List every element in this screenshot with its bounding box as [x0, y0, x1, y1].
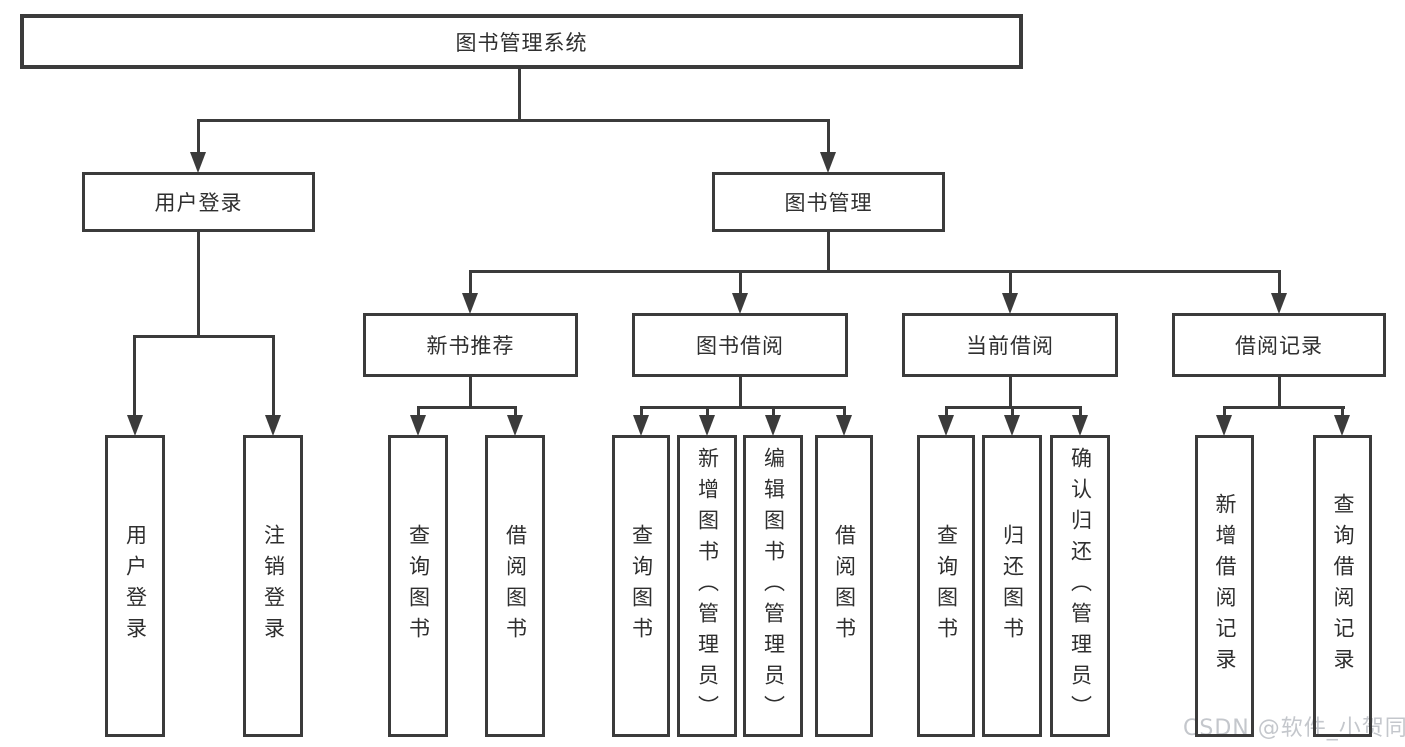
arrow-down-icon: [1271, 293, 1287, 314]
leaf-borrowing-borrow-book: 借阅图书: [815, 435, 873, 737]
leaf-logout: 注销登录: [243, 435, 303, 737]
node-current-borrowing: 当前借阅: [902, 313, 1118, 377]
connector-line: [1341, 406, 1344, 419]
connector-line: [469, 270, 1281, 273]
connector-line: [1011, 406, 1014, 419]
connector-line: [197, 119, 200, 155]
connector-line: [827, 119, 830, 155]
arrow-down-icon: [1334, 415, 1350, 436]
node-library-management-system: 图书管理系统: [20, 14, 1023, 69]
connector-line: [417, 406, 420, 419]
connector-line: [1009, 377, 1012, 409]
connector-line: [843, 406, 846, 419]
arrow-down-icon: [507, 415, 523, 436]
node-borrow-records: 借阅记录: [1172, 313, 1386, 377]
connector-line: [640, 406, 846, 409]
arrow-down-icon: [836, 415, 852, 436]
connector-line: [272, 335, 275, 418]
connector-line: [417, 406, 517, 409]
connector-line: [1278, 377, 1281, 409]
connector-line: [739, 377, 742, 409]
arrow-down-icon: [265, 415, 281, 436]
connector-line: [1278, 270, 1281, 296]
arrow-down-icon: [1002, 293, 1018, 314]
connector-line: [1009, 270, 1012, 296]
connector-line: [706, 406, 709, 419]
connector-line: [197, 232, 200, 338]
connector-line: [469, 270, 472, 296]
leaf-records-query-record: 查询借阅记录: [1313, 435, 1372, 737]
leaf-borrowing-query-book: 查询图书: [612, 435, 670, 737]
leaf-current-query-book: 查询图书: [917, 435, 975, 737]
leaf-borrowing-add-book-admin-label: 新增图书（管理员）: [695, 446, 720, 726]
connector-line: [1223, 406, 1226, 419]
leaf-user-login-label: 用户登录: [123, 524, 148, 648]
leaf-records-add-record-label: 新增借阅记录: [1213, 493, 1237, 679]
leaf-borrowing-borrow-book-label: 借阅图书: [832, 524, 857, 648]
connector-line: [1223, 406, 1345, 409]
leaf-current-query-book-label: 查询图书: [934, 524, 959, 648]
leaf-borrowing-edit-book-admin: 编辑图书（管理员）: [743, 435, 803, 737]
connector-line: [772, 406, 775, 419]
connector-line: [1079, 406, 1082, 419]
leaf-recommend-borrow-book: 借阅图书: [485, 435, 545, 737]
leaf-logout-label: 注销登录: [261, 524, 286, 648]
leaf-current-return-book-label: 归还图书: [1000, 524, 1025, 648]
connector-line: [514, 406, 517, 419]
arrow-down-icon: [410, 415, 426, 436]
connector-line: [133, 335, 136, 418]
node-user-login-branch: 用户登录: [82, 172, 315, 232]
arrow-down-icon: [633, 415, 649, 436]
leaf-records-add-record: 新增借阅记录: [1195, 435, 1254, 737]
leaf-records-query-record-label: 查询借阅记录: [1331, 493, 1355, 679]
connector-line: [469, 377, 472, 409]
arrow-down-icon: [699, 415, 715, 436]
leaf-current-confirm-return-admin-label: 确认归还（管理员）: [1068, 446, 1093, 726]
arrow-down-icon: [732, 293, 748, 314]
connector-line: [133, 335, 275, 338]
connector-line: [197, 119, 830, 122]
connector-line: [739, 270, 742, 296]
leaf-borrowing-add-book-admin: 新增图书（管理员）: [677, 435, 737, 737]
connector-line: [640, 406, 643, 419]
leaf-current-return-book: 归还图书: [982, 435, 1042, 737]
csdn-watermark: CSDN @软件_小贺同学: [1183, 716, 1405, 741]
node-book-borrowing: 图书借阅: [632, 313, 848, 377]
arrow-down-icon: [1004, 415, 1020, 436]
arrow-down-icon: [190, 152, 206, 173]
connector-line: [827, 232, 830, 273]
connector-line: [518, 69, 521, 121]
leaf-borrowing-query-book-label: 查询图书: [629, 524, 654, 648]
arrow-down-icon: [1216, 415, 1232, 436]
arrow-down-icon: [127, 415, 143, 436]
arrow-down-icon: [938, 415, 954, 436]
arrow-down-icon: [462, 293, 478, 314]
leaf-current-confirm-return-admin: 确认归还（管理员）: [1050, 435, 1110, 737]
node-book-management-branch: 图书管理: [712, 172, 945, 232]
arrow-down-icon: [765, 415, 781, 436]
connector-line: [945, 406, 948, 419]
leaf-user-login: 用户登录: [105, 435, 165, 737]
leaf-recommend-borrow-book-label: 借阅图书: [503, 524, 528, 648]
leaf-borrowing-edit-book-admin-label: 编辑图书（管理员）: [761, 446, 786, 726]
node-new-book-recommend: 新书推荐: [363, 313, 578, 377]
arrow-down-icon: [1072, 415, 1088, 436]
leaf-recommend-query-book-label: 查询图书: [406, 524, 431, 648]
arrow-down-icon: [820, 152, 836, 173]
leaf-recommend-query-book: 查询图书: [388, 435, 448, 737]
